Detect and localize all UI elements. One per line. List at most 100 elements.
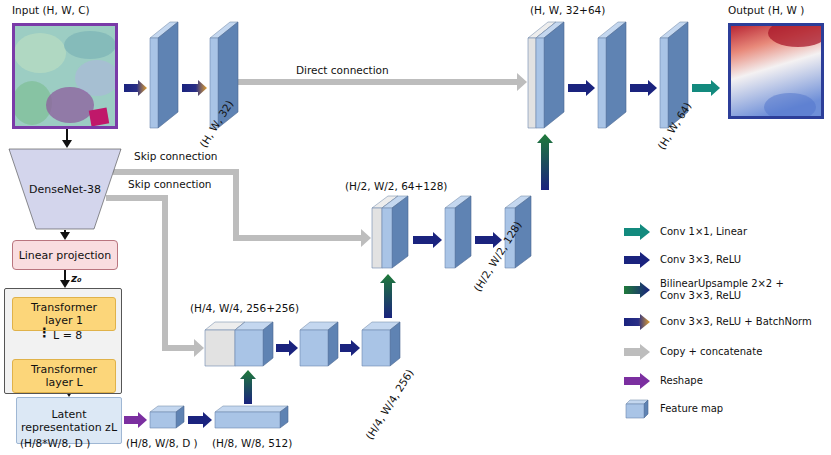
node-text: Transformer layer L — [16, 363, 112, 389]
copy-arrowhead — [517, 73, 527, 91]
legend-text: Conv 1×1, Linear — [660, 226, 747, 238]
upsample-arrow — [240, 370, 256, 404]
legend-text: Copy + concatenate — [660, 346, 762, 358]
process-box: Transformer layer L — [12, 359, 116, 393]
feature-map-front — [528, 38, 536, 128]
legend-text: BilinearUpsample 2×2 + Conv 3×3, ReLU — [660, 278, 788, 302]
annotation-label: ⋮ — [38, 326, 51, 339]
conv-arrow — [276, 340, 298, 356]
trapezoid-shape — [9, 149, 121, 229]
input-region — [14, 33, 66, 73]
feature-map-side — [606, 22, 626, 128]
node-text: DenseNet-38 — [29, 183, 101, 196]
node-text: Latent representation zL — [20, 408, 118, 434]
input-region — [64, 31, 116, 59]
annotation-label: (H/2, W/2, 64+128) — [345, 180, 447, 193]
legend-arrow — [624, 282, 650, 298]
annotation-label: Direct connection — [296, 64, 389, 77]
feature-map-front — [660, 38, 668, 128]
legend-text: Conv 3×3, ReLU + BatchNorm — [660, 316, 812, 328]
image-panel: Input (H, W, C) — [12, 4, 124, 129]
input-region — [89, 108, 110, 127]
arrow-line — [66, 129, 68, 141]
feature-map-front — [300, 330, 328, 366]
conv-arrow — [413, 232, 442, 248]
feature-map-side — [280, 406, 288, 428]
arrow-line — [64, 270, 66, 281]
conv-arrow — [340, 340, 360, 356]
legend-text: Reshape — [660, 375, 703, 387]
feature-map-side — [263, 322, 273, 366]
copy-arrowhead — [194, 339, 204, 357]
feature-map-front — [598, 38, 606, 128]
legend-cube — [626, 404, 644, 418]
copy-connection-line — [113, 172, 361, 238]
flow-arrow — [62, 129, 72, 148]
annotation-label: (H/8*W/8, D ) — [20, 437, 90, 450]
upsample-arrow — [380, 274, 396, 318]
transformer-stack: L = 8Transformer layer 1Transformer laye… — [4, 288, 122, 394]
image-border — [730, 25, 823, 118]
image-thumbnail — [728, 23, 824, 119]
legend-text: Conv 3×3, ReLU — [660, 254, 741, 266]
image-panel: Output (H, W ) — [722, 4, 828, 119]
feature-map-side — [390, 322, 400, 366]
flow-arrow — [60, 230, 70, 240]
edge-label: z₀ — [71, 272, 82, 285]
feature-map-side — [328, 322, 338, 366]
feature-map-front — [445, 208, 455, 268]
image-border — [14, 25, 117, 128]
legend-entry: Conv 3×3, ReLU — [660, 254, 826, 266]
conv-bn-arrow — [124, 80, 147, 96]
feature-map-front — [215, 412, 280, 428]
node-text: Linear projection — [19, 249, 112, 262]
output-region — [764, 93, 816, 119]
legend-entry: Reshape — [660, 375, 826, 387]
annotation-label: Skip connection — [128, 178, 212, 191]
dimension-label: (H/4, W/4, 256) — [363, 367, 417, 442]
arrowhead — [60, 232, 70, 240]
annotation-label: Skip connection — [134, 150, 218, 163]
feature-map-front — [372, 208, 382, 268]
legend-arrow — [624, 344, 650, 360]
feature-map-front — [362, 330, 390, 366]
legend-arrow — [624, 252, 650, 268]
feature-map-side — [544, 22, 564, 128]
reshape-arrow — [124, 412, 147, 428]
legend-entry: Copy + concatenate — [660, 346, 826, 358]
process-box: Latent representation zL — [16, 397, 122, 444]
legend-text: Feature map — [660, 403, 723, 415]
feature-map-front — [382, 208, 392, 268]
annotation-label: (H/8, W/8, D ) — [126, 437, 198, 450]
feature-map-side — [176, 406, 184, 428]
copy-connection-line — [236, 79, 517, 85]
conv-arrow — [568, 80, 595, 96]
feature-map-side — [392, 196, 408, 268]
feature-map-front — [150, 412, 176, 428]
node-text: Transformer layer 1 — [16, 301, 112, 327]
input-ground — [12, 23, 118, 129]
legend-arrow — [624, 314, 650, 330]
arrowhead — [60, 280, 70, 288]
legend-arrow — [624, 224, 650, 240]
legend-entry: Conv 3×3, ReLU + BatchNorm — [660, 316, 826, 328]
copy-arrowhead — [361, 229, 371, 247]
conv-bn-arrow — [182, 80, 207, 96]
flow-arrow — [60, 270, 70, 288]
annotation-label: (H/8, W/8, 512) — [212, 437, 292, 450]
input-region — [46, 87, 94, 123]
node-text: Output (H, W ) — [722, 4, 828, 17]
image-thumbnail — [12, 23, 118, 129]
legend-entry: Feature map — [660, 403, 826, 415]
node-text: Input (H, W, C) — [12, 4, 124, 17]
feature-map-front — [235, 330, 263, 366]
feature-map-side — [158, 22, 178, 128]
process-box: Linear projection — [12, 240, 118, 270]
process-box: Transformer layer 1 — [12, 297, 116, 331]
conv-arrow — [630, 80, 657, 96]
input-region — [12, 81, 52, 125]
feature-map-top — [215, 406, 288, 412]
feature-map-front — [205, 330, 235, 366]
annotation-label: (H/4, W/4, 256+256) — [190, 302, 299, 315]
